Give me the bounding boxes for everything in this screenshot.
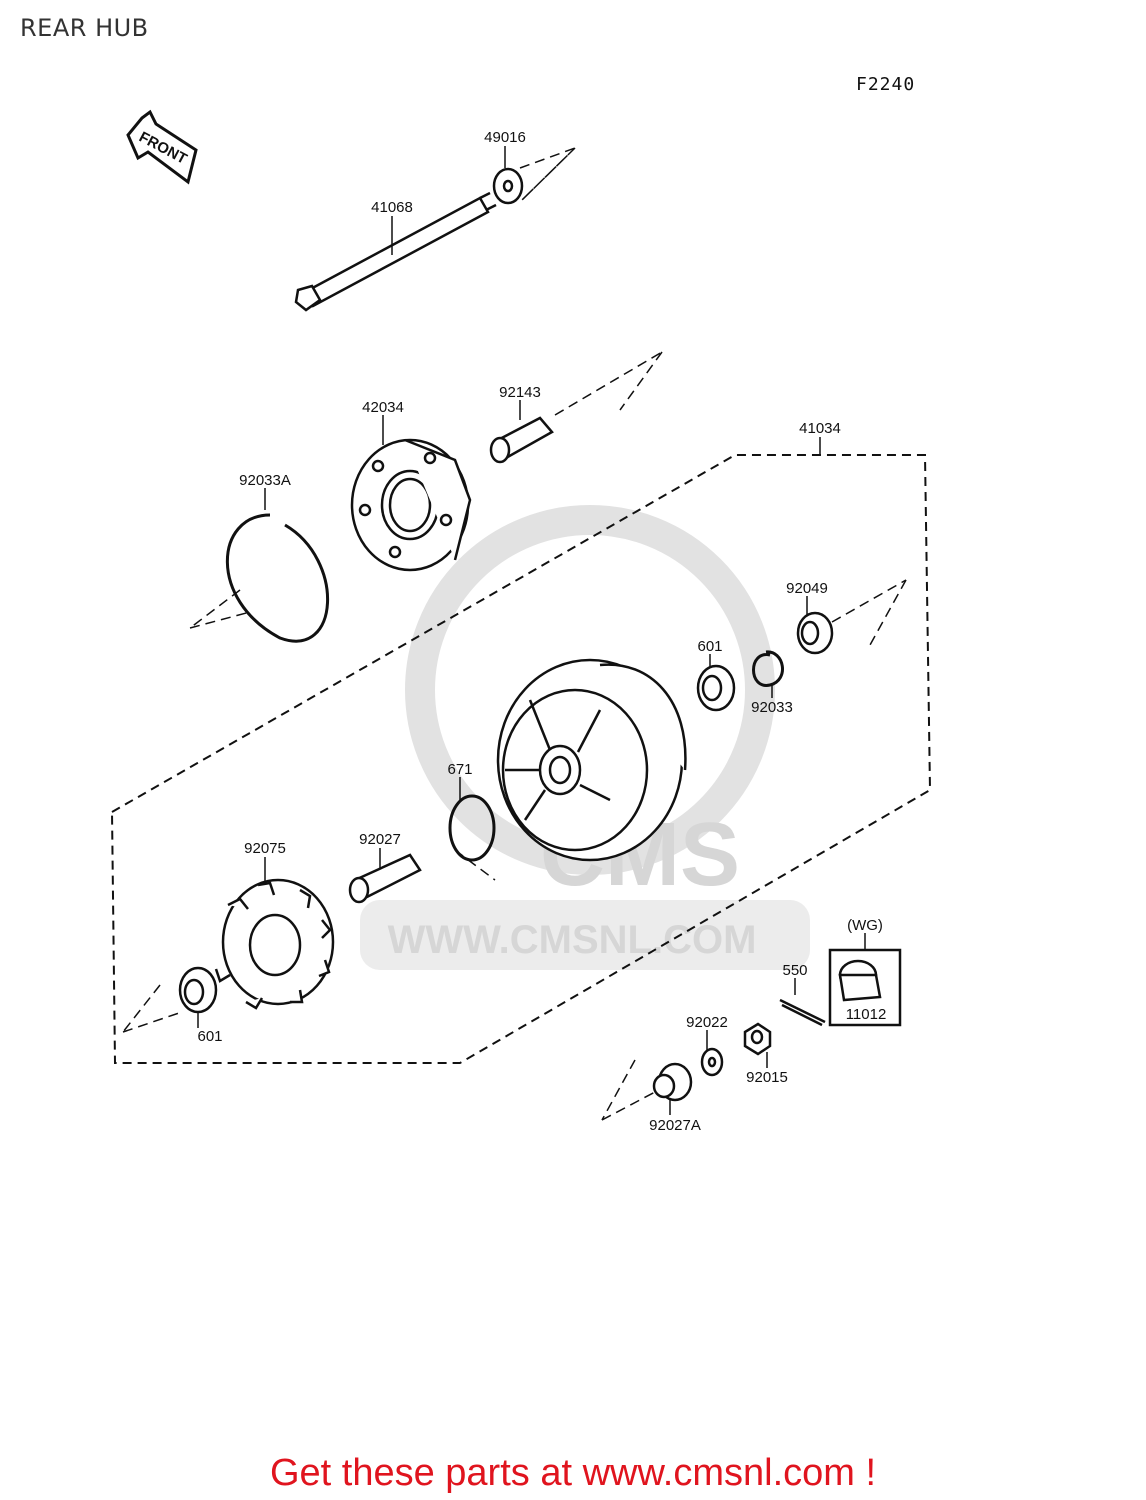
hub-assembly-outline xyxy=(111,454,932,1064)
part-550-cotter-pin xyxy=(779,998,826,1027)
part-92022-washer xyxy=(700,1047,724,1077)
label-550: 550 xyxy=(782,962,807,979)
part-601-top-bearing xyxy=(696,664,736,712)
part-92033-circlip xyxy=(752,650,784,687)
label-92027a: 92027A xyxy=(649,1117,701,1134)
label-11012: 11012 xyxy=(846,1006,887,1023)
label-92015: 92015 xyxy=(746,1069,788,1086)
part-92015-nut xyxy=(743,1022,772,1056)
label-42034: 42034 xyxy=(362,399,404,416)
label-671: 671 xyxy=(447,761,472,778)
part-671-o-ring xyxy=(448,794,496,862)
part-92027-spacer xyxy=(348,853,422,904)
guide-lines xyxy=(122,147,907,1121)
figure-code: F2240 xyxy=(856,74,916,95)
label-49016: 49016 xyxy=(484,129,526,146)
part-41068-axle xyxy=(294,191,497,312)
label-41068: 41068 xyxy=(371,199,413,216)
part-601-bottom-bearing xyxy=(178,966,218,1014)
part-41034-hub xyxy=(496,658,687,862)
part-49016-washer xyxy=(492,167,524,205)
label-92033a: 92033A xyxy=(239,472,291,489)
label-92033: 92033 xyxy=(751,699,793,716)
part-92049-seal xyxy=(796,611,834,655)
promo-link-text[interactable]: Get these parts at www.cmsnl.com ! xyxy=(269,1452,877,1494)
front-arrow: FRONT xyxy=(126,109,198,185)
part-92075-damper xyxy=(214,878,335,1010)
page-title: REAR HUB xyxy=(20,14,149,42)
label-41034: 41034 xyxy=(799,420,841,437)
watermark-url: WWW.CMSNL.COM xyxy=(388,918,757,962)
part-92033a-ring xyxy=(226,513,329,643)
part-92143-spacer xyxy=(489,416,554,464)
part-92027a-collar xyxy=(652,1062,693,1102)
part-42034-coupling xyxy=(350,438,472,572)
label-wg: (WG) xyxy=(847,917,883,934)
label-601-top: 601 xyxy=(697,638,722,655)
leader-lines xyxy=(197,146,866,1115)
part-11012-wg-box xyxy=(828,948,902,1027)
label-601-bottom: 601 xyxy=(197,1028,222,1045)
label-92027: 92027 xyxy=(359,831,401,848)
label-92049: 92049 xyxy=(786,580,828,597)
label-92143: 92143 xyxy=(499,384,541,401)
label-92022: 92022 xyxy=(686,1014,728,1031)
label-92075: 92075 xyxy=(244,840,286,857)
